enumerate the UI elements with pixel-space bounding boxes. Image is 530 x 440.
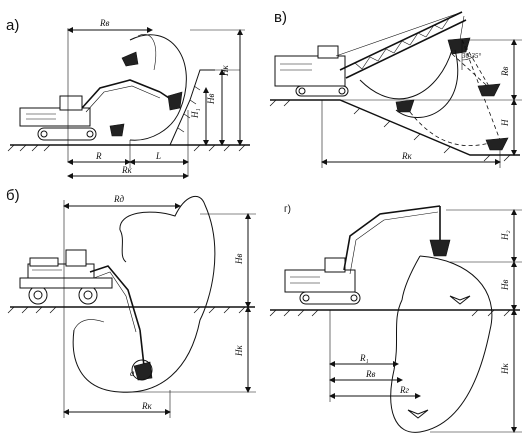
panel-v-label-h: H <box>500 119 510 127</box>
panel-a-bucket <box>167 91 183 111</box>
panel-a-label-rv: Rв <box>99 18 109 28</box>
panel-v: в) <box>269 9 522 168</box>
panel-g-ground-hatch <box>269 309 511 317</box>
panel-b-bucket-path <box>72 195 216 393</box>
panel-a-face-slope <box>169 69 215 146</box>
panel-g-grab-mid <box>449 295 471 305</box>
panel-g-label-hk: Hк <box>500 363 510 375</box>
panel-g-boom <box>343 205 441 271</box>
panel-v-label-rk: Rк <box>401 151 412 161</box>
panel-a-letter: а) <box>6 17 19 34</box>
panel-v-cab <box>317 45 339 59</box>
panel-b-chassis <box>19 277 113 289</box>
panel-v-letter: в) <box>274 9 287 26</box>
panel-b-ground-hatch <box>7 306 246 314</box>
panel-a-boom <box>81 79 161 109</box>
panel-a-bucket-low <box>109 123 125 137</box>
panel-b-letter: б) <box>6 187 20 204</box>
panel-g-label-rb: Rв <box>365 369 375 379</box>
panel-a-body <box>19 107 91 127</box>
panel-a-label-h1: H₁ <box>190 108 200 119</box>
panel-a-bucket-raised <box>121 51 139 67</box>
panel-b-wheel-rear <box>78 285 98 305</box>
panel-b-cab <box>65 249 87 267</box>
panel-v-ground <box>270 99 520 156</box>
panel-g-label-hv: Hв <box>500 280 510 291</box>
panel-v-ground-hatch <box>269 99 511 162</box>
panel-v-bucket-thrown-2 <box>485 137 509 151</box>
panel-v-label-rb: Rв <box>500 67 510 77</box>
panel-a-slope-hatch <box>177 85 201 133</box>
panel-v-body <box>274 55 346 87</box>
panel-g-body <box>284 269 356 293</box>
panel-g: г) H₂ Hв Hк <box>269 204 522 433</box>
panel-a-label-hk: Hк <box>220 65 230 77</box>
panel-b-label-a: a <box>130 368 135 378</box>
panel-b-label-hv: Hв <box>234 254 244 265</box>
panel-b-label-hk: Hк <box>234 345 244 357</box>
panel-v-throw-line <box>461 39 491 89</box>
panel-a-label-l: L <box>155 151 161 161</box>
panel-a: а) <box>6 17 250 179</box>
panel-a-ground-hatch <box>7 144 246 152</box>
panel-g-label-r1: R₁ <box>359 353 369 363</box>
panel-b-wheel-front <box>28 285 48 305</box>
panel-a-label-hv: Hв <box>206 94 216 105</box>
panel-b: б) a Rд Hв <box>6 187 256 418</box>
panel-a-label-rk: Rк <box>121 165 132 175</box>
panel-v-bucket-low <box>395 99 415 113</box>
panel-v-bucket <box>447 37 471 55</box>
panel-b-bucket <box>133 361 153 381</box>
panel-g-label-h2: H₂ <box>500 230 510 241</box>
panel-v-track <box>295 85 349 97</box>
panel-a-label-r: R <box>95 151 102 161</box>
panel-a-bucket-path <box>129 34 187 141</box>
panel-g-grab-bottom <box>407 409 429 419</box>
panel-g-grab <box>429 239 451 257</box>
panel-b-label-rk: Rк <box>141 401 152 411</box>
panel-v-bucket-path <box>359 49 453 100</box>
panel-v-boom <box>339 11 463 71</box>
panel-g-label-rr: Rг <box>399 385 409 395</box>
panel-v-label-angle: 30-35° <box>461 52 481 60</box>
panel-a-cab <box>59 95 83 111</box>
panel-b-boom <box>89 265 141 331</box>
panel-a-track <box>37 127 97 141</box>
panel-v-boom-lattice <box>354 16 451 70</box>
panel-v-bucket-thrown-1 <box>477 83 501 97</box>
panel-b-label-rd: Rд <box>113 194 124 204</box>
panel-g-letter: г) <box>284 204 291 215</box>
panel-g-bucket-path <box>390 255 493 433</box>
panel-g-cab <box>324 257 346 273</box>
